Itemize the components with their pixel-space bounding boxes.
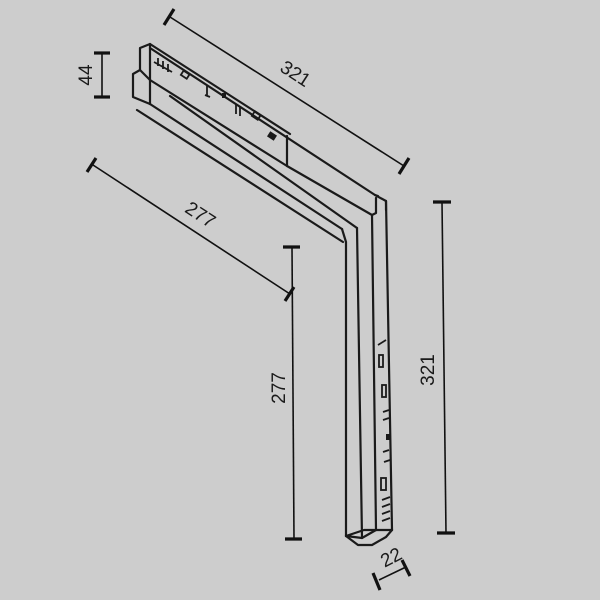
- dimension-width-22: 22: [371, 544, 412, 591]
- dimension-label-277-vertical: 277: [269, 372, 290, 404]
- connector-slots-horizontal: [153, 58, 277, 141]
- dimension-height-44: 44: [76, 51, 110, 99]
- dimension-label-277-top: 277: [181, 198, 219, 233]
- dimension-inner-vertical-277: 277: [269, 245, 302, 541]
- dimension-outer-vertical-321: 321: [418, 200, 455, 535]
- connector-slots-vertical: [377, 339, 391, 522]
- dimension-label-321-top: 321: [276, 57, 314, 92]
- dimension-inner-top-277: 277: [85, 157, 296, 302]
- corner-connector-body: [131, 42, 394, 547]
- dimension-label-44: 44: [76, 64, 97, 86]
- dimension-label-22: 22: [377, 544, 405, 572]
- dimension-label-321-vertical: 321: [418, 354, 439, 386]
